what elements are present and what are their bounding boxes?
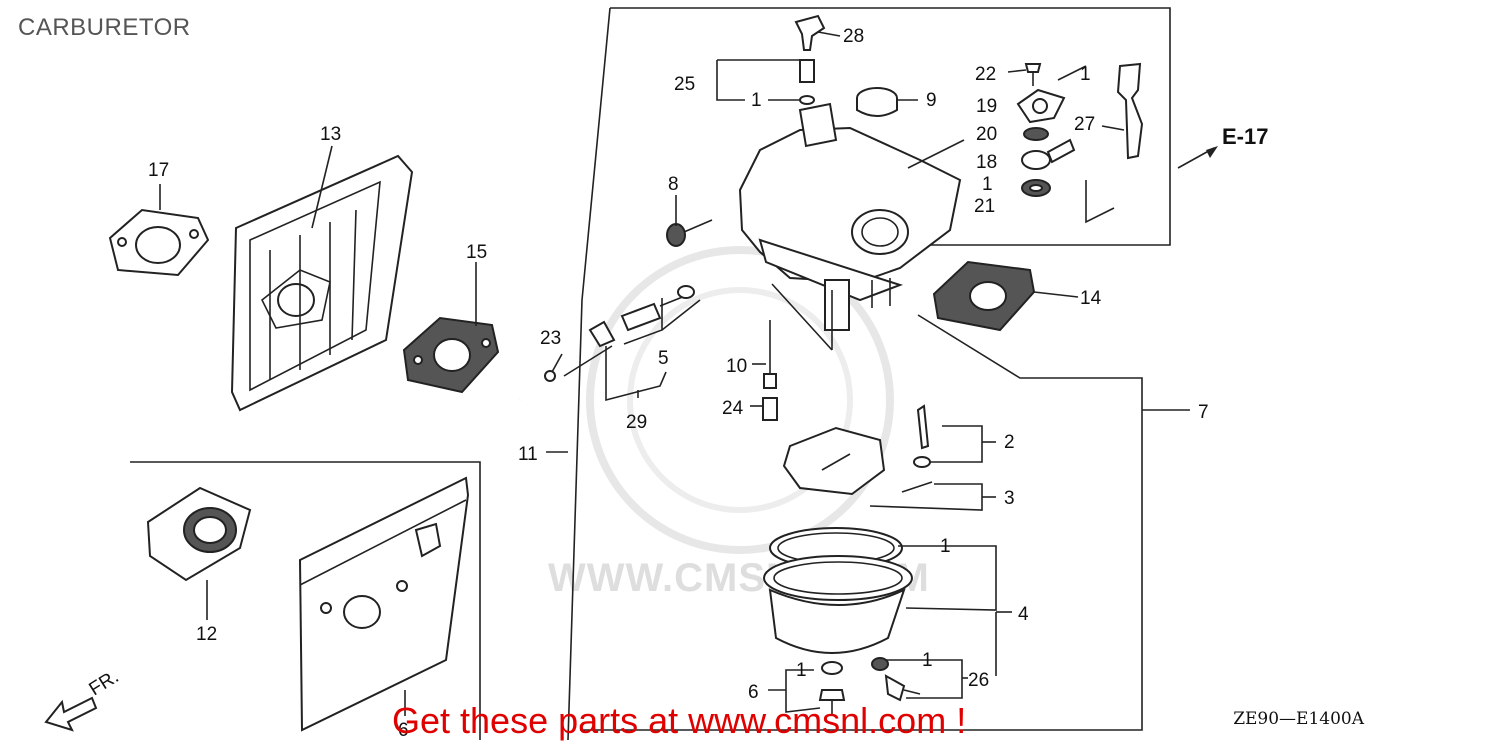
- front-arrow-icon: [44, 696, 98, 732]
- callout-28: 28: [843, 26, 864, 47]
- callout-7: 7: [1198, 402, 1209, 423]
- plate-13: [230, 154, 414, 412]
- screw-22: [1024, 63, 1042, 86]
- screw-28: [794, 14, 826, 51]
- assembly-frame: [130, 7, 1171, 741]
- callout-12: 12: [196, 624, 217, 645]
- bolt-10: [763, 320, 777, 389]
- callout-3: 3: [1004, 488, 1015, 509]
- callout-26: 26: [968, 670, 989, 691]
- callout-21: 21: [974, 196, 995, 217]
- lever-27: [1116, 62, 1144, 160]
- screw-5: [620, 285, 695, 332]
- diagram-title: CARBURETOR: [18, 14, 191, 41]
- reference-code: ZE90—E1400A: [1233, 709, 1364, 729]
- cap-9: [856, 87, 898, 117]
- callout-1: 1: [982, 174, 993, 195]
- callout-1: 1: [751, 90, 762, 111]
- callout-24: 24: [722, 398, 744, 419]
- callout-4: 4: [1018, 604, 1029, 625]
- callout-13: 13: [320, 124, 341, 145]
- callout-15: 15: [466, 242, 487, 263]
- promo-link[interactable]: Get these parts at www.cmsnl.com !: [392, 700, 967, 741]
- callout-17: 17: [148, 160, 169, 181]
- float-3: [782, 426, 886, 496]
- screw-8: [666, 219, 713, 247]
- callout-1: 1: [796, 660, 807, 681]
- washer-20: [1023, 127, 1049, 141]
- gasket-17: [108, 208, 210, 277]
- section-ref: E-17: [1222, 124, 1268, 149]
- arrow-e17: [1177, 146, 1218, 169]
- jet-25: [799, 59, 815, 105]
- gasket-14: [932, 260, 1036, 332]
- callout-1: 1: [922, 650, 933, 671]
- callout-27: 27: [1074, 114, 1095, 135]
- bolt-6: [818, 661, 846, 716]
- drain-26: [871, 657, 921, 702]
- direction-label: FR.: [86, 666, 123, 700]
- needle-2: [913, 404, 931, 468]
- callout-19: 19: [976, 96, 997, 117]
- leader-lines: [159, 31, 1190, 716]
- bowl-4: [763, 555, 913, 654]
- callout-29: 29: [626, 412, 647, 433]
- clip-23: [544, 370, 556, 382]
- callout-10: 10: [726, 356, 747, 377]
- callout-11: 11: [518, 444, 538, 465]
- nut-24: [762, 397, 778, 421]
- watermark-logo: [586, 246, 894, 554]
- lever-18: [1021, 138, 1076, 170]
- tube-11: [519, 392, 576, 467]
- callout-2: 2: [1004, 432, 1015, 453]
- callout-23: 23: [540, 328, 561, 349]
- callout-22: 22: [975, 64, 996, 85]
- seal-21: [1021, 179, 1051, 197]
- callout-8: 8: [668, 174, 679, 195]
- plate-19: [1016, 88, 1066, 124]
- callout-18: 18: [976, 152, 997, 173]
- callout-1: 1: [940, 536, 951, 557]
- callout-16: 6: [398, 720, 409, 741]
- callout-25: 25: [674, 74, 695, 95]
- callout-1: 1: [1080, 64, 1091, 85]
- callout-9: 9: [926, 90, 937, 111]
- callout-14: 14: [1080, 288, 1102, 309]
- callout-labels: 28 25 1 9 8 22 19 20 18 1 21 27 E-17 14 …: [86, 26, 1269, 741]
- joint-12: [146, 486, 252, 582]
- pin-3: [901, 481, 933, 493]
- spring-29: [588, 320, 616, 348]
- callout-5: 5: [658, 348, 669, 369]
- plate-16: [298, 476, 470, 732]
- callout-20: 20: [976, 124, 997, 145]
- carburetor-body: [738, 102, 962, 351]
- gasket-15: [402, 316, 500, 394]
- callout-6: 6: [748, 682, 759, 703]
